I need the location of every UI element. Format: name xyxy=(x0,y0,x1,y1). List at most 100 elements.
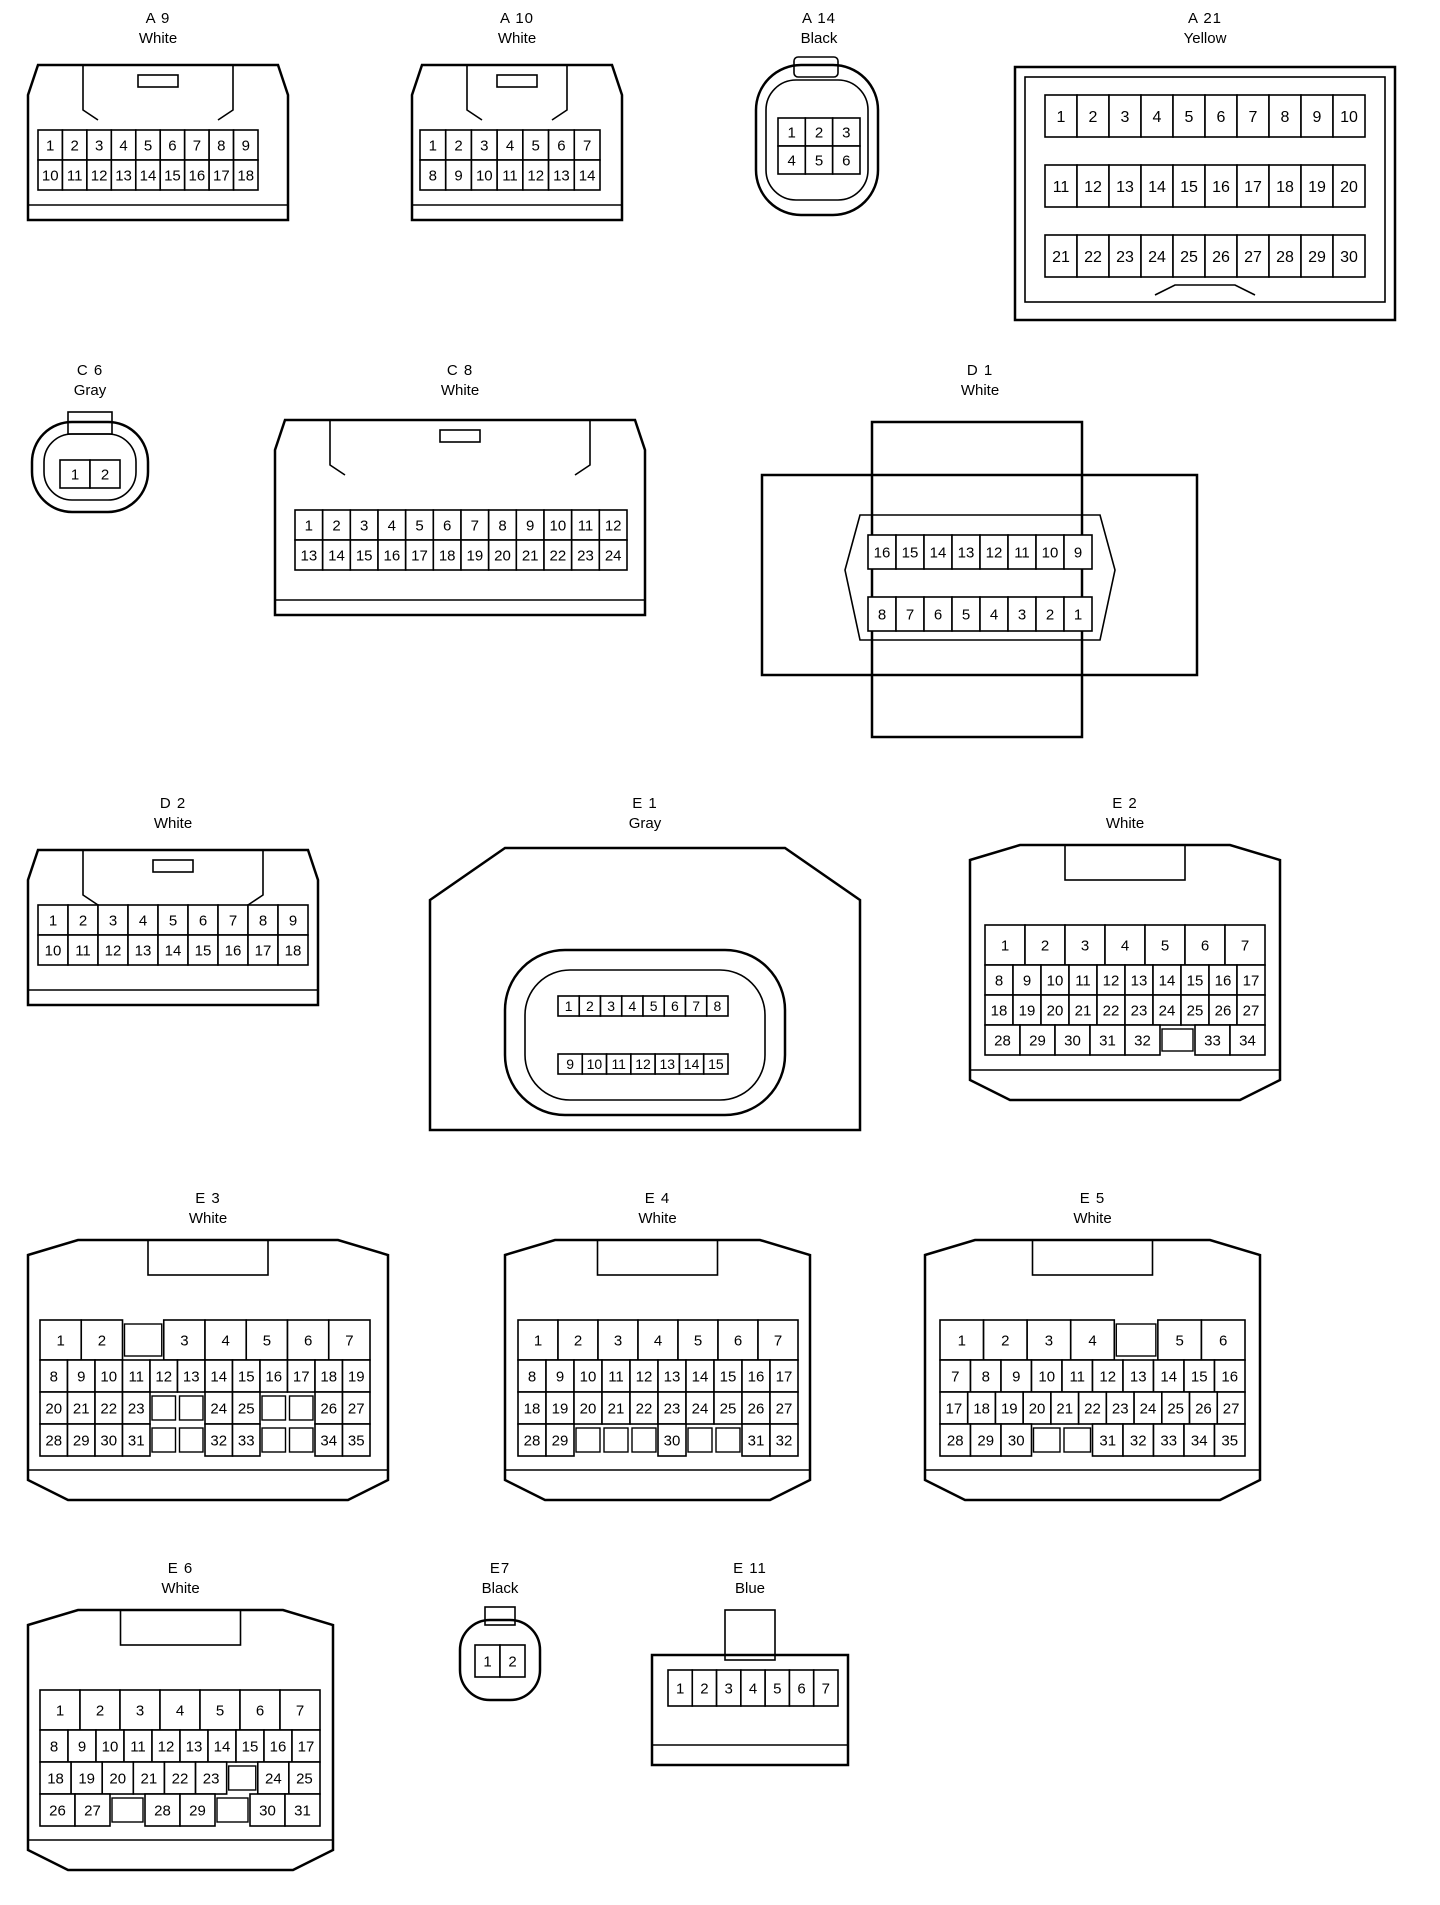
pin-number: 6 xyxy=(199,912,207,929)
pin-cavity xyxy=(235,1729,265,1763)
connector-id: D 2 xyxy=(159,795,187,812)
pin-number: 3 xyxy=(842,124,850,141)
pin-number: 25 xyxy=(1187,1002,1204,1019)
pin-number: 1 xyxy=(958,1332,966,1349)
pin-cavity-blank xyxy=(123,1323,163,1357)
pin-cavity xyxy=(37,159,64,191)
pin-cavity xyxy=(966,1391,997,1425)
pin-cavity xyxy=(1332,164,1366,208)
pin-number: 16 xyxy=(189,167,206,184)
pin-number: 15 xyxy=(708,1056,724,1072)
pin-number: 4 xyxy=(1121,937,1129,954)
pin-number: 7 xyxy=(692,998,700,1014)
pin-cavity xyxy=(1063,534,1093,570)
pin-cavity xyxy=(341,1391,371,1425)
pin-number: 7 xyxy=(583,137,591,154)
pin-number: 9 xyxy=(556,1368,564,1385)
pin-cavity xyxy=(1063,596,1093,632)
pin-cavity xyxy=(134,159,162,191)
pin-number: 30 xyxy=(664,1432,681,1449)
pin-cavity xyxy=(59,459,91,489)
pin-cavity xyxy=(923,596,953,632)
pin-number: 7 xyxy=(471,517,479,534)
pin-cavity xyxy=(867,596,897,632)
pin-number: 26 xyxy=(1195,1400,1212,1417)
housing-c8 xyxy=(273,418,647,617)
pin-number: 2 xyxy=(700,1680,708,1697)
pin-number: 17 xyxy=(411,547,428,564)
pin-number: 6 xyxy=(256,1702,264,1719)
pin-number: 14 xyxy=(1159,972,1176,989)
pin-number: 24 xyxy=(1148,249,1166,266)
pin-number: 7 xyxy=(1249,109,1258,126)
connector-id: E 4 xyxy=(644,1190,671,1207)
pin-number: 15 xyxy=(195,942,212,959)
pin-number: 4 xyxy=(990,606,998,623)
pin-cavity xyxy=(598,539,628,571)
pin-number: 10 xyxy=(580,1368,597,1385)
pin-cavity xyxy=(259,1359,289,1393)
pin-cavity xyxy=(923,534,953,570)
pin-cavity xyxy=(247,934,279,966)
pin-cavity xyxy=(705,995,729,1017)
pin-cavity xyxy=(66,1423,96,1457)
pin-cavity xyxy=(1172,94,1206,138)
pin-number: 9 xyxy=(1023,972,1031,989)
pin-cavity xyxy=(245,1319,289,1361)
pin-cavity xyxy=(1204,164,1238,208)
pin-number: 7 xyxy=(345,1332,353,1349)
pin-number: 29 xyxy=(977,1432,994,1449)
housing-e1 xyxy=(428,846,862,1132)
pin-cavity-blank xyxy=(631,1427,657,1453)
pin-cavity xyxy=(1236,964,1266,996)
pin-number: 24 xyxy=(210,1400,227,1417)
pin-number: 4 xyxy=(221,1332,229,1349)
connector-color: White xyxy=(138,30,178,47)
pin-number: 15 xyxy=(238,1368,255,1385)
pin-number: 29 xyxy=(73,1432,90,1449)
pin-number: 20 xyxy=(45,1400,62,1417)
pin-number: 10 xyxy=(45,942,62,959)
pin-number: 3 xyxy=(1121,109,1130,126)
pin-number: 8 xyxy=(259,912,267,929)
pin-number: 7 xyxy=(229,912,237,929)
pin-number: 3 xyxy=(1081,937,1089,954)
pin-number: 21 xyxy=(1052,249,1070,266)
pin-number: 13 xyxy=(1131,972,1148,989)
pin-cavity xyxy=(517,1391,547,1425)
pin-cavity xyxy=(121,1423,151,1457)
pin-number: 14 xyxy=(930,544,947,561)
pin-number: 11 xyxy=(578,517,594,534)
pin-cavity-blank xyxy=(111,1797,144,1823)
pin-cavity-blank xyxy=(1161,1028,1194,1052)
pin-number: 24 xyxy=(1140,1400,1157,1417)
pin-cavity-blank xyxy=(178,1395,204,1421)
pin-number: 24 xyxy=(692,1400,709,1417)
pin-cavity-blank xyxy=(227,1765,257,1791)
pin-number: 5 xyxy=(169,912,177,929)
pin-number: 31 xyxy=(1099,1432,1116,1449)
pin-number: 27 xyxy=(84,1802,101,1819)
pin-number: 17 xyxy=(1244,179,1262,196)
pin-cavity xyxy=(629,1391,659,1425)
pin-number: 14 xyxy=(579,167,596,184)
pin-number: 12 xyxy=(1084,179,1102,196)
pin-cavity xyxy=(101,1761,135,1795)
pin-cavity xyxy=(1104,924,1146,966)
pin-cavity xyxy=(951,596,981,632)
pin-number: 12 xyxy=(155,1368,172,1385)
pin-cavity xyxy=(1152,1423,1185,1457)
pin-number: 19 xyxy=(466,547,483,564)
pin-cavity xyxy=(769,1423,799,1457)
pin-cavity-blank xyxy=(1032,1427,1061,1453)
pin-cavity xyxy=(979,596,1009,632)
pin-number: 18 xyxy=(285,942,302,959)
pin-number: 16 xyxy=(1221,1368,1238,1385)
pin-number: 14 xyxy=(140,167,157,184)
pin-number: 11 xyxy=(608,1368,624,1385)
pin-number: 30 xyxy=(1340,249,1358,266)
pin-number: 27 xyxy=(348,1400,365,1417)
